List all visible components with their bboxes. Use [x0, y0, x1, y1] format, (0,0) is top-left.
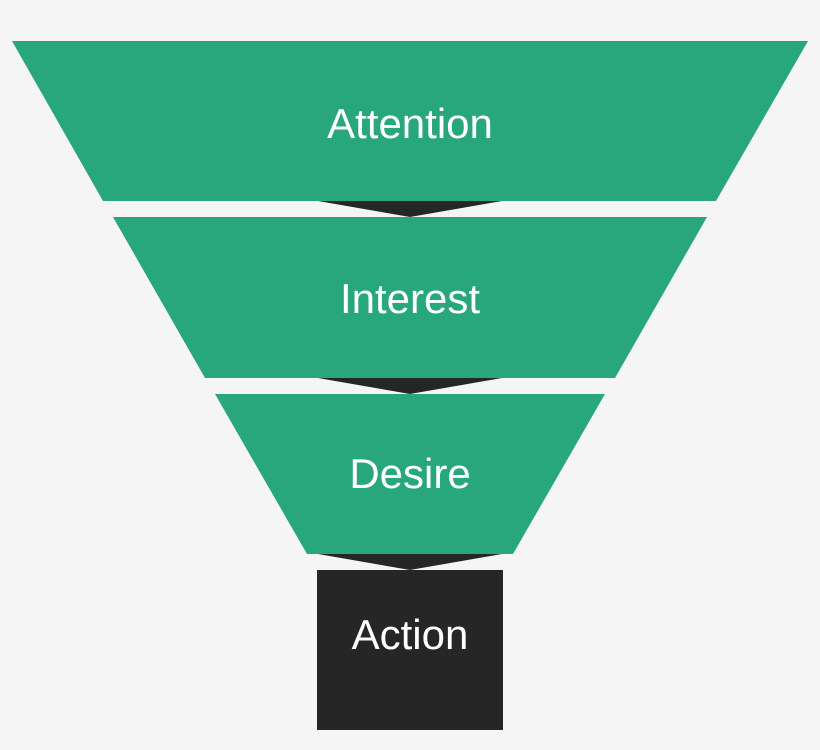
funnel-stage-action: Action: [317, 570, 503, 730]
funnel-stage-desire: Desire: [215, 394, 605, 554]
stage-shape-desire: [215, 394, 605, 554]
funnel-stage-attention: Attention: [12, 41, 808, 201]
stage-label-interest: Interest: [340, 275, 480, 322]
stage-shape-action: [317, 570, 503, 730]
connector-arrow-2: [318, 378, 502, 394]
stage-label-attention: Attention: [327, 100, 493, 147]
connector-arrow-3: [318, 554, 502, 570]
stage-label-desire: Desire: [349, 450, 470, 497]
funnel-stage-interest: Interest: [113, 217, 707, 378]
connector-arrow-1: [318, 201, 502, 217]
stage-label-action: Action: [352, 611, 469, 658]
stage-shape-attention: [12, 41, 808, 201]
stage-shape-interest: [113, 217, 707, 378]
